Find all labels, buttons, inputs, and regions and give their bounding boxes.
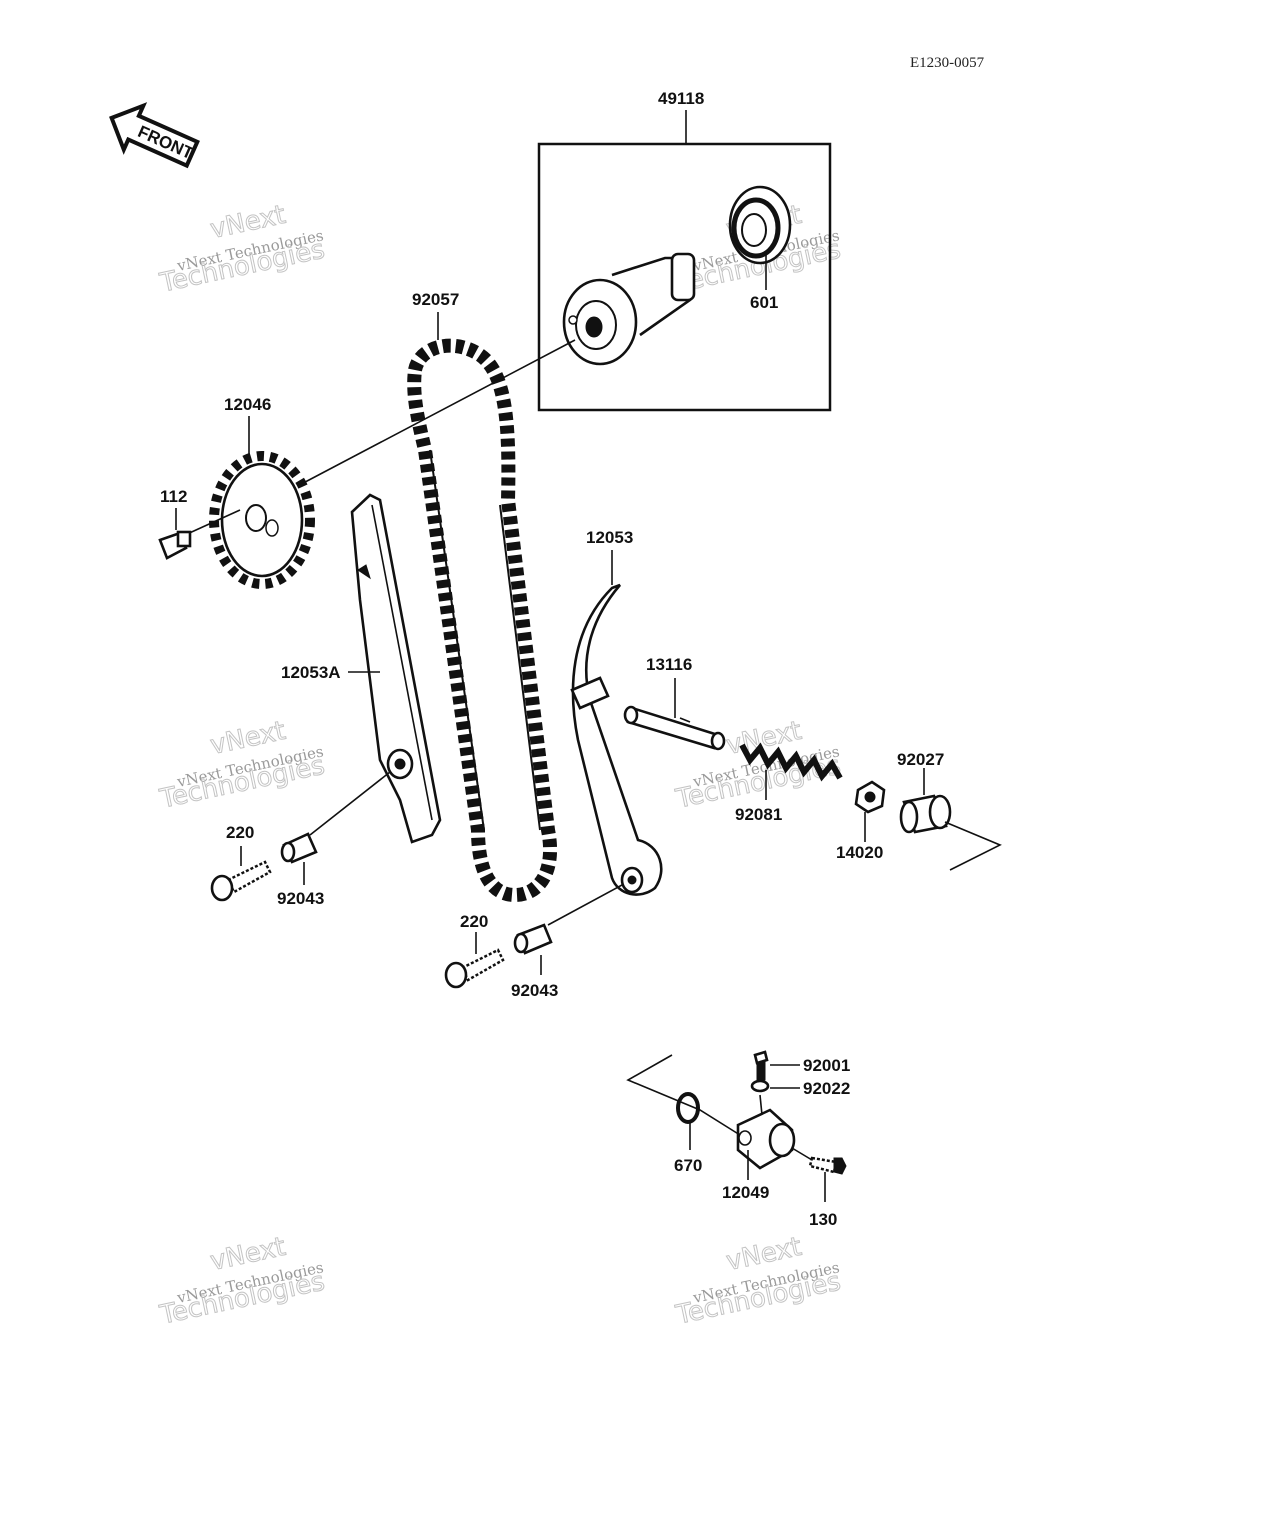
chain-tensioner-guide: [570, 550, 663, 896]
bolt-220-lower: [444, 932, 505, 989]
label-601: 601: [750, 293, 778, 312]
washer-92022: [750, 1079, 800, 1116]
cam-chain: [407, 312, 558, 903]
bolt-92001: [753, 1050, 800, 1081]
camshaft-assembly-box: [537, 110, 832, 412]
label-12049: 12049: [722, 1183, 769, 1202]
label-12046: 12046: [224, 395, 271, 414]
label-670: 670: [674, 1156, 702, 1175]
diagram-code: E1230-0057: [910, 55, 985, 71]
label-92081: 92081: [735, 805, 782, 824]
label-92057: 92057: [412, 290, 459, 309]
bearing-601: [728, 185, 792, 290]
label-220-lower: 220: [460, 912, 488, 931]
watermark: vNext vNext Technologies Technologies: [156, 199, 328, 299]
bolt-130: [791, 1147, 847, 1202]
label-130: 130: [809, 1210, 837, 1229]
label-12053A: 12053A: [281, 663, 341, 682]
bolt-112: [158, 508, 241, 560]
label-49118: 49118: [658, 89, 704, 108]
watermark: vNext vNext Technologies Technologies: [672, 1231, 844, 1331]
watermark: vNext vNext Technologies Technologies: [156, 715, 328, 815]
collar-92043-lower: [513, 884, 623, 975]
label-92027: 92027: [897, 750, 944, 769]
label-12053: 12053: [586, 528, 633, 547]
collar-92043-left: [280, 771, 391, 885]
cap-92027: [899, 768, 1002, 871]
tensioner-body: [736, 1108, 796, 1180]
label-220-left: 220: [226, 823, 254, 842]
watermark: vNext vNext Technologies Technologies: [156, 1231, 328, 1331]
oring-670: [626, 1054, 741, 1150]
label-112: 112: [160, 487, 187, 506]
front-arrow: FRONT: [109, 102, 200, 169]
nut-14020: [854, 780, 886, 842]
label-92022: 92022: [803, 1079, 850, 1098]
spring-92081: [739, 742, 843, 800]
label-13116: 13116: [646, 655, 692, 674]
cam-sprocket: [209, 416, 315, 589]
label-92001: 92001: [803, 1056, 850, 1075]
tensioner-shaft: [623, 678, 726, 751]
label-14020: 14020: [836, 843, 883, 862]
bolt-220-left: [210, 846, 272, 902]
label-92043-left: 92043: [277, 889, 324, 908]
chain-guide-front: [348, 493, 442, 844]
camshaft: [562, 252, 696, 366]
centerline-camshaft: [289, 339, 576, 491]
label-92043-lower: 92043: [511, 981, 558, 1000]
